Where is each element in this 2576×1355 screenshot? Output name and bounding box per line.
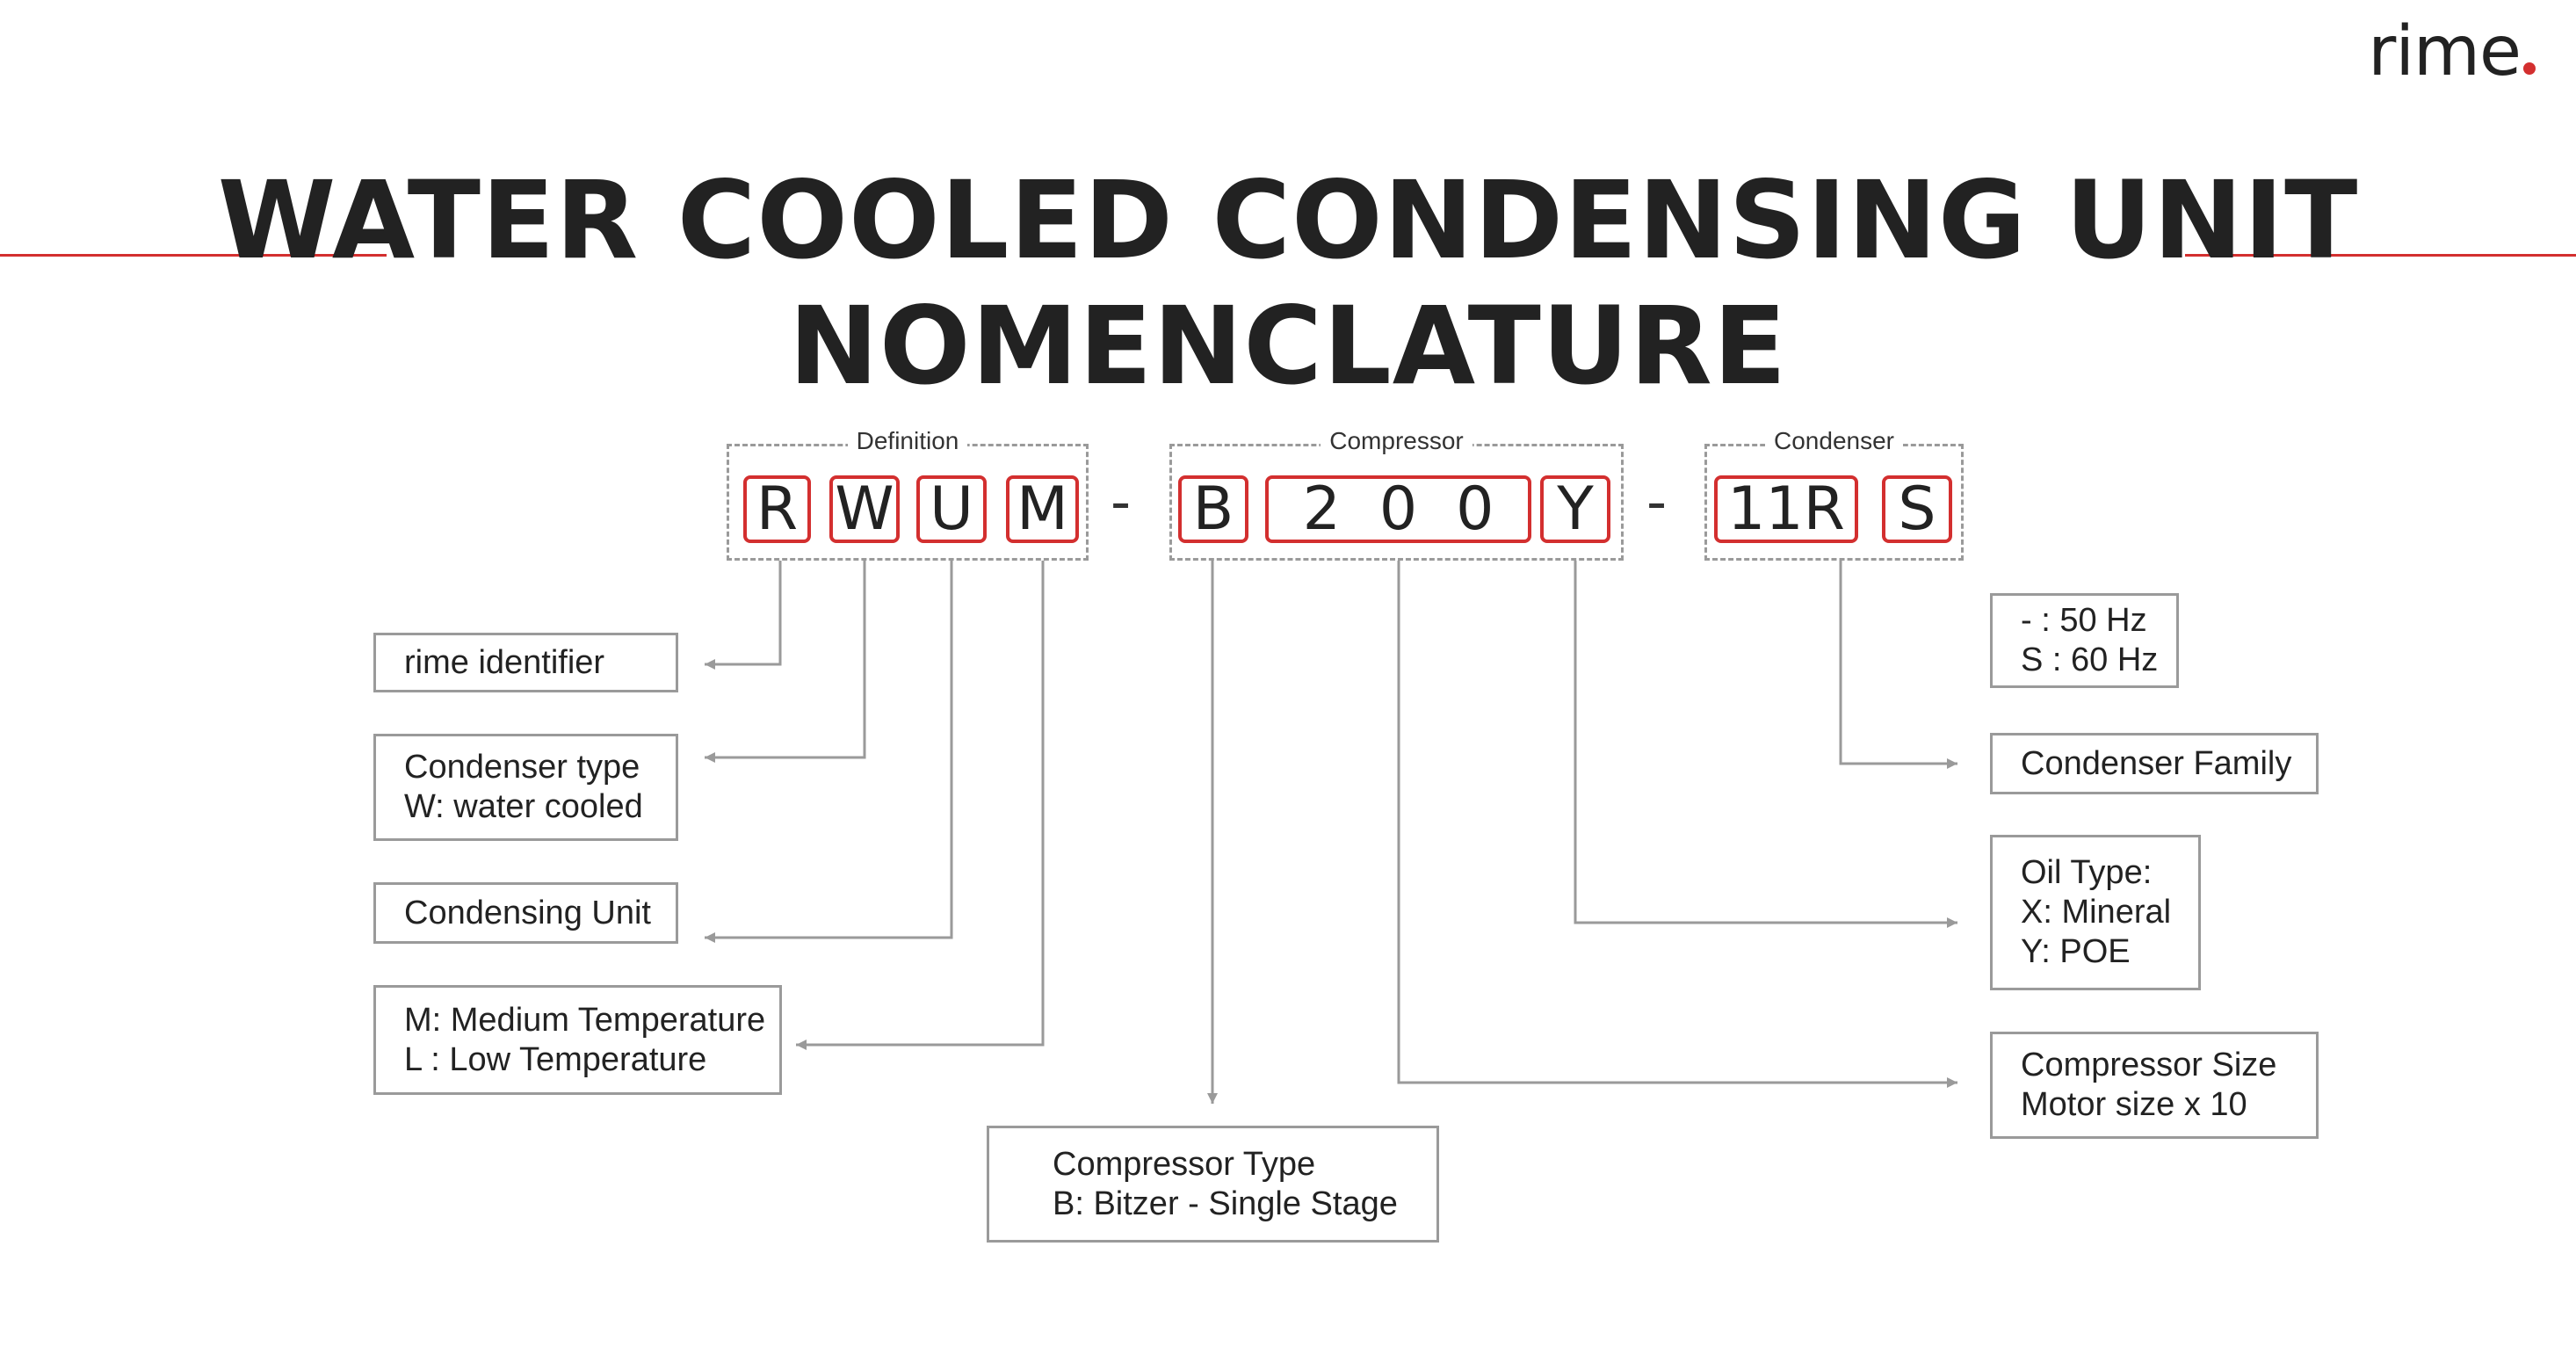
desc-oil-type-line3: Y: POE xyxy=(2021,933,2131,970)
code-b: B xyxy=(1178,475,1248,544)
desc-condenser-family: Condenser Family xyxy=(1990,733,2319,794)
code-m: M xyxy=(1006,475,1079,544)
title-line-1: WATER COOLED CONDENSING UNIT xyxy=(217,158,2359,283)
desc-condenser-type-line1: Condenser type xyxy=(404,749,640,786)
desc-frequency: - : 50 Hz S : 60 Hz xyxy=(1990,593,2179,688)
connector-u xyxy=(705,561,953,943)
separator-2: - xyxy=(1646,470,1668,535)
desc-condenser-family-line1: Condenser Family xyxy=(2021,744,2292,782)
code-w: W xyxy=(829,475,900,544)
desc-temperature: M: Medium Temperature L : Low Temperatur… xyxy=(373,985,782,1095)
desc-compressor-type-line2: B: Bitzer - Single Stage xyxy=(1053,1185,1398,1222)
code-11r: 11R xyxy=(1714,475,1858,544)
desc-compressor-size: Compressor Size Motor size x 10 xyxy=(1990,1032,2319,1139)
code-r: R xyxy=(743,475,811,544)
desc-condenser-type-line2: W: water cooled xyxy=(404,788,643,825)
desc-compressor-type: Compressor Type B: Bitzer - Single Stage xyxy=(987,1126,1439,1243)
desc-compressor-type-line1: Compressor Type xyxy=(1053,1145,1316,1183)
desc-oil-type-line1: Oil Type: xyxy=(2021,854,2153,891)
code-s: S xyxy=(1882,475,1952,544)
logo-text: rime xyxy=(2368,12,2522,91)
title-rule-left xyxy=(0,254,387,257)
desc-frequency-line2: S : 60 Hz xyxy=(2021,641,2159,678)
connector-w xyxy=(705,561,866,763)
connector-m xyxy=(796,561,1045,1050)
title-rule-right xyxy=(2185,254,2576,257)
connector-200 xyxy=(1397,561,1957,1088)
desc-oil-type-line2: X: Mineral xyxy=(2021,894,2172,931)
desc-condenser-type: Condenser type W: water cooled xyxy=(373,734,678,841)
desc-condensing-unit: Condensing Unit xyxy=(373,882,678,944)
code-y: Y xyxy=(1540,475,1610,544)
rime-logo: rime xyxy=(2368,12,2536,91)
connector-y xyxy=(1574,561,1957,928)
desc-rime-identifier: rime identifier xyxy=(373,633,678,692)
desc-temperature-line1: M: Medium Temperature xyxy=(404,1001,766,1039)
desc-compressor-size-line2: Motor size x 10 xyxy=(2021,1086,2247,1123)
code-u: U xyxy=(916,475,987,544)
code-200: 200 xyxy=(1265,475,1531,544)
logo-dot xyxy=(2523,62,2536,75)
desc-temperature-line2: L : Low Temperature xyxy=(404,1040,707,1078)
desc-frequency-line1: - : 50 Hz xyxy=(2021,602,2147,639)
title-line-2: NOMENCLATURE xyxy=(788,284,1788,409)
connector-11r xyxy=(1839,561,1957,769)
desc-compressor-size-line1: Compressor Size xyxy=(2021,1047,2277,1083)
separator-1: - xyxy=(1111,470,1132,535)
desc-condensing-unit-line1: Condensing Unit xyxy=(404,894,651,931)
connector-r xyxy=(705,561,782,670)
desc-oil-type: Oil Type: X: Mineral Y: POE xyxy=(1990,835,2201,990)
desc-rime-identifier-line1: rime identifier xyxy=(404,643,605,681)
page-title: WATER COOLED CONDENSING UNIT NOMENCLATUR… xyxy=(0,158,2576,409)
